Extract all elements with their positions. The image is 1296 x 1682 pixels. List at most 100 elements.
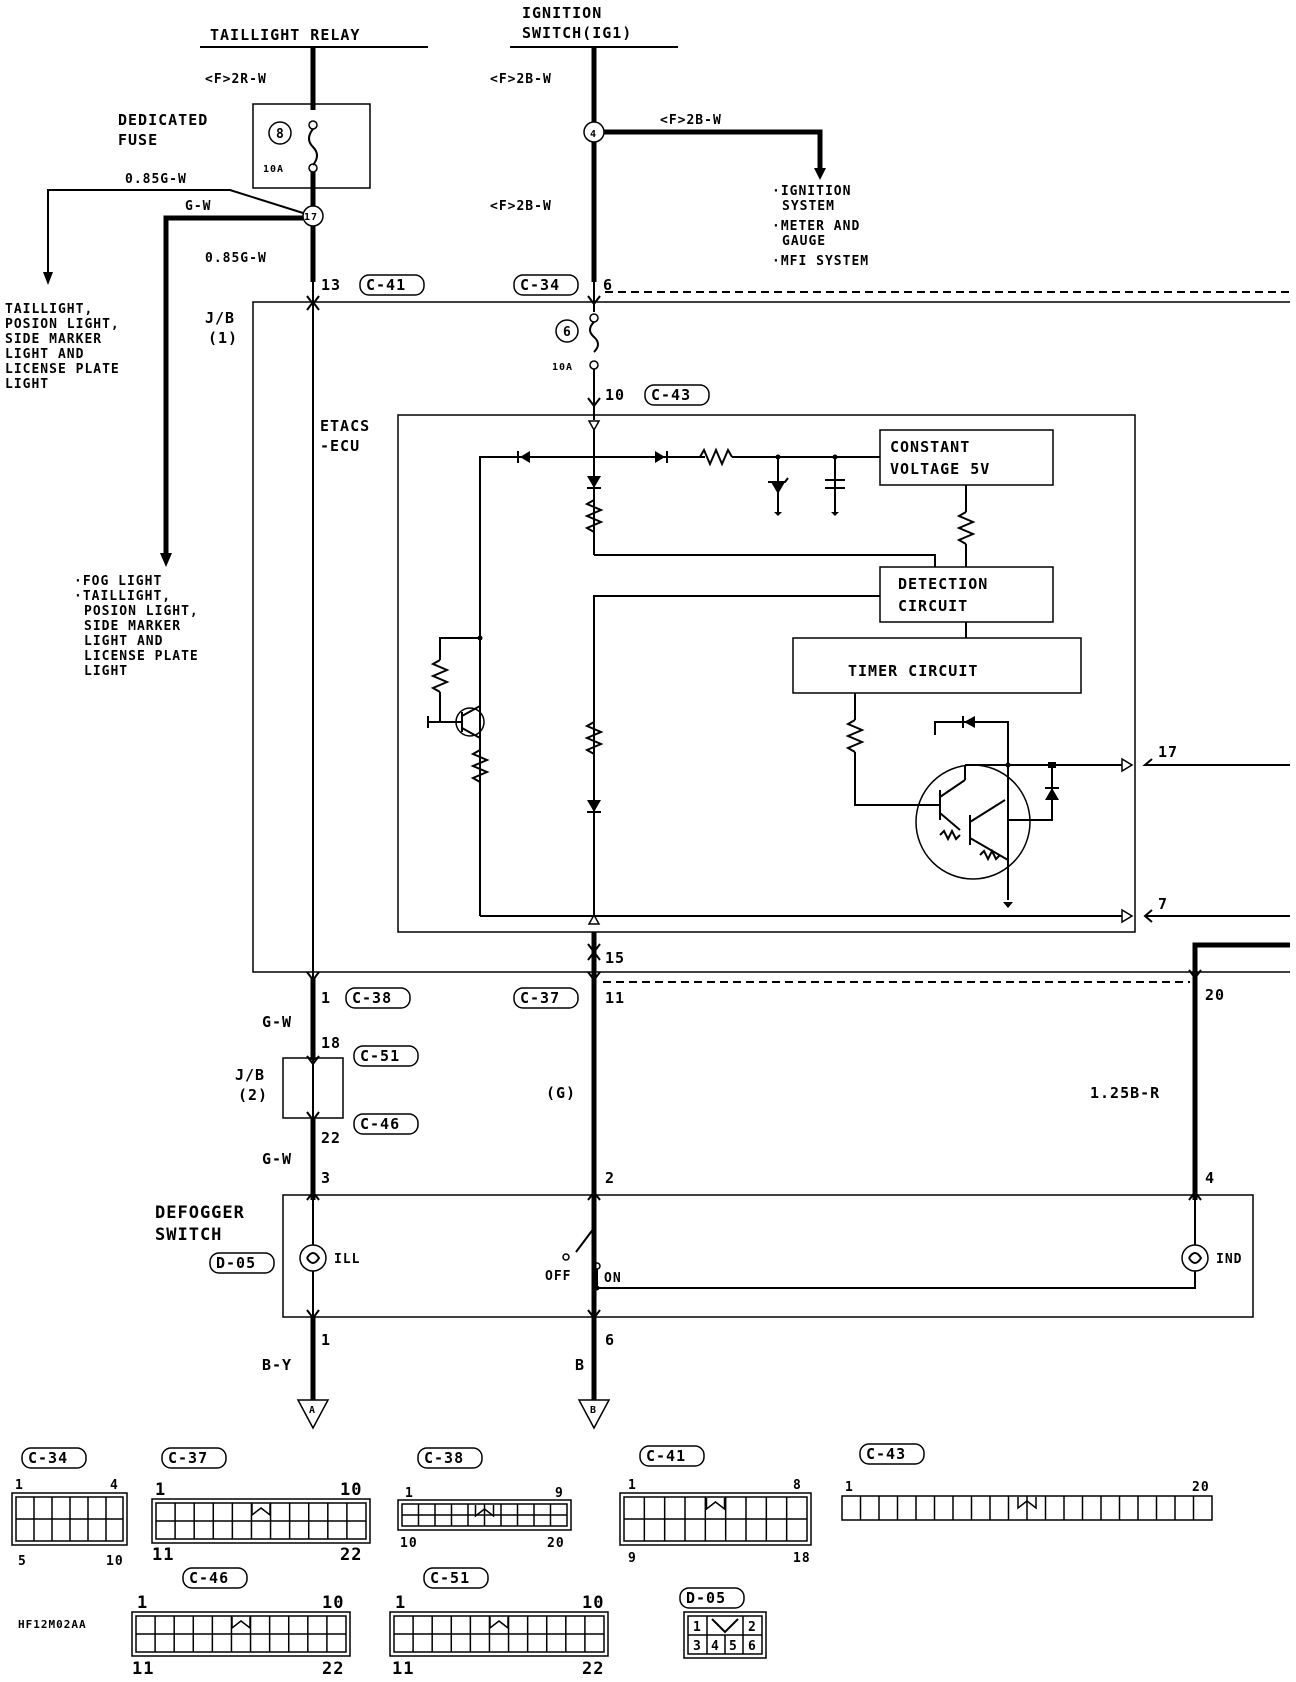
view-c34-pin-10: 10 <box>106 1554 124 1569</box>
pin-13: 13 <box>321 276 341 294</box>
junction-17-label: 17 <box>304 212 318 223</box>
connector-c38: C-38 <box>352 989 392 1007</box>
connector-c37: C-37 <box>520 989 560 1007</box>
constant-voltage-label2: VOLTAGE 5V <box>890 460 990 478</box>
fuse-number-circle-6 <box>555 319 579 343</box>
wire-label-b: B <box>575 1356 585 1374</box>
fuse-number-8: 8 <box>276 127 285 142</box>
pin-3: 3 <box>321 1169 331 1187</box>
view-c34-pin-5: 5 <box>18 1554 27 1569</box>
view-c41-pin-9: 9 <box>628 1551 637 1566</box>
ind-lamp-icon <box>1181 1244 1209 1272</box>
pin-1: 1 <box>321 989 331 1007</box>
wire-label-f2b-w-b: <F>2B-W <box>660 113 722 128</box>
wire-125b-r <box>1192 942 1290 1200</box>
defogger-switch-box <box>282 1194 1254 1318</box>
view-d05-shell <box>683 1611 767 1659</box>
connector-c43: C-43 <box>651 386 691 404</box>
view-c51-label: C-51 <box>430 1569 470 1587</box>
connector-c46: C-46 <box>360 1115 400 1133</box>
fuse-symbol-6 <box>589 313 599 323</box>
wire-label-g-w-c: G-W <box>262 1150 292 1168</box>
wire-label-085g-w-b: 0.85G-W <box>205 251 267 266</box>
dest-taillight-4: LICENSE PLATE <box>5 362 120 377</box>
view-c37-label: C-37 <box>168 1449 208 1467</box>
view-c41-pin-8: 8 <box>793 1478 802 1493</box>
view-c46-pin-11: 11 <box>132 1659 154 1679</box>
dest-fog-3: SIDE MARKER <box>84 619 181 634</box>
view-c38-pin-1: 1 <box>405 1486 414 1501</box>
view-c46-pin-22: 22 <box>322 1659 344 1679</box>
ground-a-label: A <box>309 1405 316 1416</box>
pin-11: 11 <box>605 989 625 1007</box>
view-c37-shell <box>151 1498 371 1544</box>
view-d05-pin-6: 6 <box>748 1639 757 1654</box>
pin-18: 18 <box>321 1034 341 1052</box>
wire-label-f2b-w-a: <F>2B-W <box>490 72 552 87</box>
view-c38-pin-20: 20 <box>547 1536 565 1551</box>
view-c46-pin-10: 10 <box>322 1593 344 1613</box>
jb1-label1: J/B <box>205 309 235 327</box>
ground-a-icon <box>296 1399 330 1430</box>
dest-ignition-0: ·IGNITION <box>772 184 851 199</box>
view-c37-pin-22: 22 <box>340 1545 362 1565</box>
wire-label-f2b-w-c: <F>2B-W <box>490 199 552 214</box>
connector-d05: D-05 <box>216 1254 256 1272</box>
pin-7: 7 <box>1158 895 1168 913</box>
dest-fog-1: ·TAILLIGHT, <box>74 589 171 604</box>
dedicated-fuse-label1: DEDICATED <box>118 111 208 129</box>
wire-label-085g-w-a: 0.85G-W <box>125 172 187 187</box>
etacs-ecu-box <box>397 414 1136 933</box>
view-c38-label: C-38 <box>424 1449 464 1467</box>
wire-label-g-w-b: G-W <box>262 1013 292 1031</box>
jb2-label1: J/B <box>235 1066 265 1084</box>
view-c34-label: C-34 <box>28 1449 68 1467</box>
view-c43-pin-20: 20 <box>1192 1480 1210 1495</box>
dest-taillight-5: LIGHT <box>5 377 49 392</box>
view-c41-pin-1: 1 <box>628 1478 637 1493</box>
pin-10: 10 <box>605 386 625 404</box>
view-c51-shell <box>389 1611 609 1657</box>
pin-2: 2 <box>605 1169 615 1187</box>
pin-6-bottom: 6 <box>605 1331 615 1349</box>
view-c37-pin-1: 1 <box>155 1480 166 1500</box>
view-c37-pin-11: 11 <box>152 1545 174 1565</box>
ill-label: ILL <box>334 1252 360 1267</box>
defogger-label2: SWITCH <box>155 1225 222 1245</box>
switch-off-label: OFF <box>545 1269 571 1284</box>
view-d05-pin-1: 1 <box>693 1620 702 1635</box>
wire-f2b-w-ignition <box>604 129 823 170</box>
dest-fog-2: POSION LIGHT, <box>84 604 199 619</box>
view-c38-pin-10: 10 <box>400 1536 418 1551</box>
view-c51-pin-10: 10 <box>582 1593 604 1613</box>
timer-circuit-box <box>792 637 1082 694</box>
view-c37-pin-10: 10 <box>340 1480 362 1500</box>
wire-label-g-paren: (G) <box>546 1084 576 1102</box>
pin-1-bottom: 1 <box>321 1331 331 1349</box>
part-code: HF12M02AA <box>18 1618 87 1631</box>
ind-label: IND <box>1216 1252 1242 1267</box>
jb2-label2: (2) <box>238 1086 268 1104</box>
dest-ignition-4: ·MFI SYSTEM <box>772 254 869 269</box>
pin-6: 6 <box>603 276 613 294</box>
junction-block-1 <box>252 301 1290 973</box>
junction-4-label: 4 <box>590 129 597 140</box>
view-c43-pin-1: 1 <box>845 1480 854 1495</box>
view-d05-pin-5: 5 <box>729 1639 738 1654</box>
wire-g-w-fog <box>163 215 303 555</box>
constant-voltage-label1: CONSTANT <box>890 438 970 456</box>
view-c41-label: C-41 <box>646 1447 686 1465</box>
pin-4: 4 <box>1205 1169 1215 1187</box>
wire-label-g-w-a: G-W <box>185 199 211 214</box>
connector-c34: C-34 <box>520 276 560 294</box>
dest-fog-0: ·FOG LIGHT <box>74 574 162 589</box>
view-c43-label: C-43 <box>866 1445 906 1463</box>
fuse-rating-1: 10A <box>263 164 284 175</box>
view-d05-pin-4: 4 <box>711 1639 720 1654</box>
dest-taillight-3: LIGHT AND <box>5 347 84 362</box>
connector-c41: C-41 <box>366 276 406 294</box>
fuse-number-circle-8 <box>268 121 292 145</box>
view-c41-pin-18: 18 <box>793 1551 811 1566</box>
wire-label-125b-r: 1.25B-R <box>1090 1084 1160 1102</box>
